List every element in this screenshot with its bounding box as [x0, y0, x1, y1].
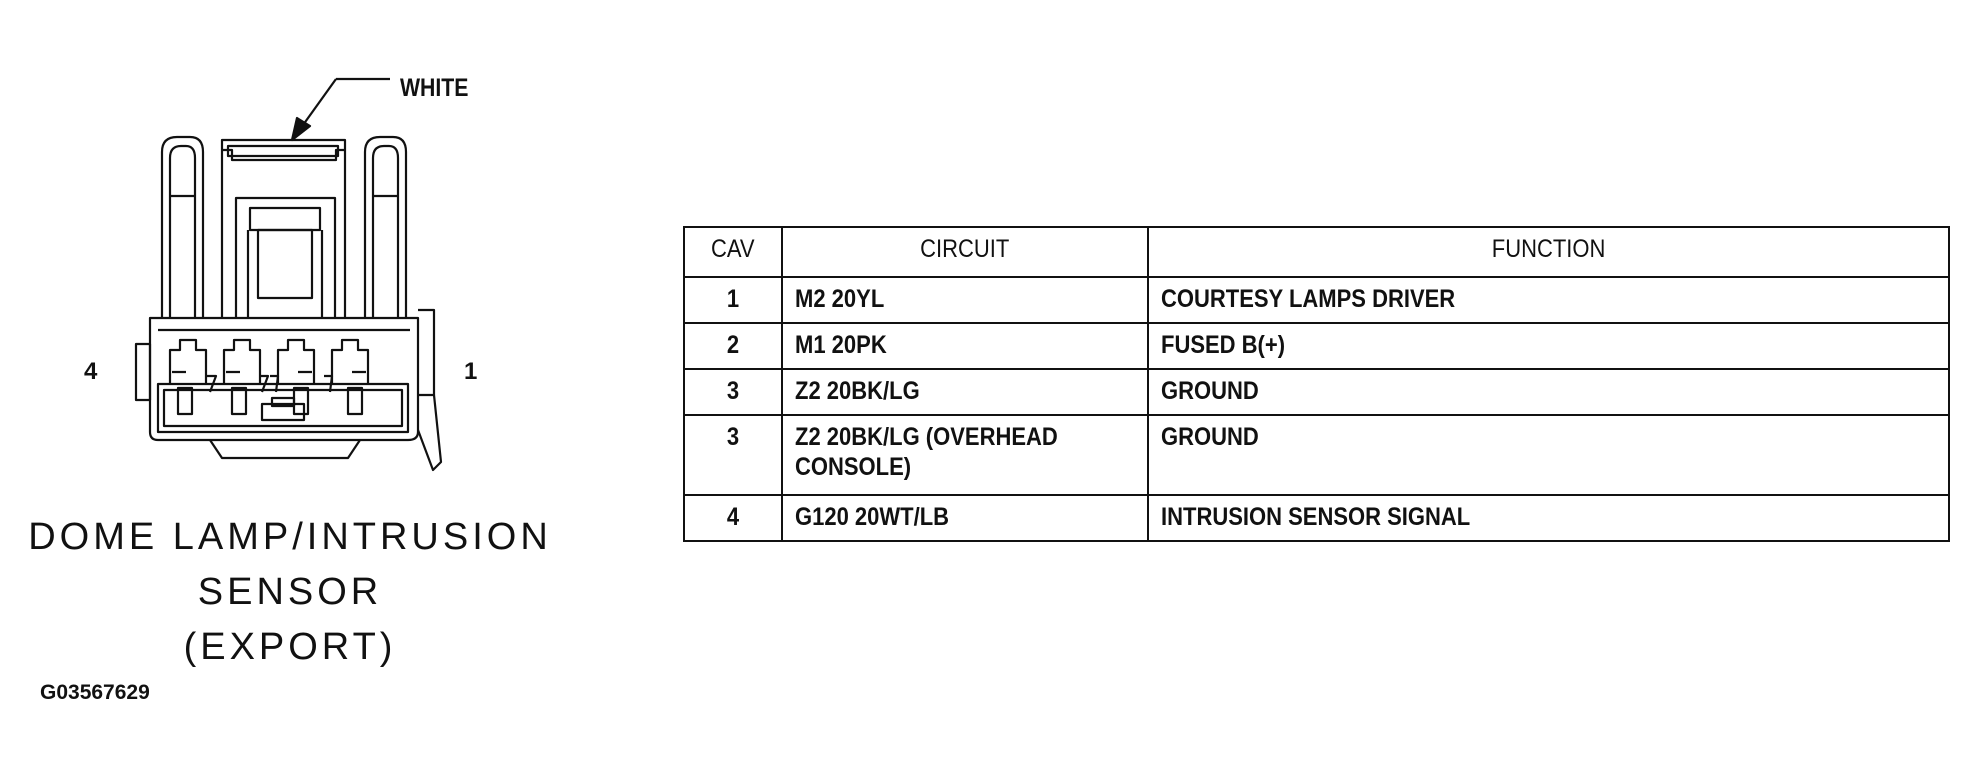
terminal-cavities [168, 338, 370, 422]
connector-title-line: (EXPORT) [183, 626, 397, 668]
pin-4-label: 4 [84, 358, 98, 385]
cell-circuit: M1 20PK [781, 322, 1149, 370]
cell-cav: 1 [683, 276, 783, 324]
cell-cav: 2 [683, 322, 783, 370]
connector-title: DOME LAMP/INTRUSION SENSOR (EXPORT) [0, 510, 580, 675]
wire-color-label: WHITE [400, 74, 469, 102]
header-cav: CAV [683, 226, 783, 278]
table-row: 4 G120 20WT/LB INTRUSION SENSOR SIGNAL [683, 494, 1950, 542]
header-function: FUNCTION [1147, 226, 1950, 278]
figure-code: G03567629 [40, 681, 150, 704]
cell-cav: 3 [683, 414, 783, 496]
cell-circuit: M2 20YL [781, 276, 1149, 324]
connector-title-line: DOME LAMP/INTRUSION [28, 516, 552, 558]
table-row: 3 Z2 20BK/LG (OVERHEAD CONSOLE) GROUND [683, 414, 1950, 496]
cell-function: GROUND [1147, 368, 1950, 416]
cell-circuit: Z2 20BK/LG [781, 368, 1149, 416]
cell-cav: 4 [683, 494, 783, 542]
header-circuit: CIRCUIT [781, 226, 1149, 278]
cell-circuit: G120 20WT/LB [781, 494, 1149, 542]
cell-function: COURTESY LAMPS DRIVER [1147, 276, 1950, 324]
pinout-table: CAV CIRCUIT FUNCTION 1 M2 20YL COURTESY … [683, 226, 1950, 542]
table-header-row: CAV CIRCUIT FUNCTION [683, 226, 1950, 278]
pin-1-label: 1 [464, 358, 478, 385]
cell-circuit: Z2 20BK/LG (OVERHEAD CONSOLE) [781, 414, 1149, 496]
right-latch [363, 135, 408, 318]
cell-cav: 3 [683, 368, 783, 416]
left-latch [160, 135, 205, 318]
connector-title-line: SENSOR [197, 571, 383, 613]
cell-function: FUSED B(+) [1147, 322, 1950, 370]
cell-function: GROUND [1147, 414, 1950, 496]
white-lock [220, 138, 347, 318]
connector-drawing [134, 77, 443, 472]
connector-housing [148, 316, 420, 442]
table-row: 2 M1 20PK FUSED B(+) [683, 322, 1950, 370]
table-row: 3 Z2 20BK/LG GROUND [683, 368, 1950, 416]
table-row: 1 M2 20YL COURTESY LAMPS DRIVER [683, 276, 1950, 324]
cell-function: INTRUSION SENSOR SIGNAL [1147, 494, 1950, 542]
arrow-icon [290, 77, 390, 142]
